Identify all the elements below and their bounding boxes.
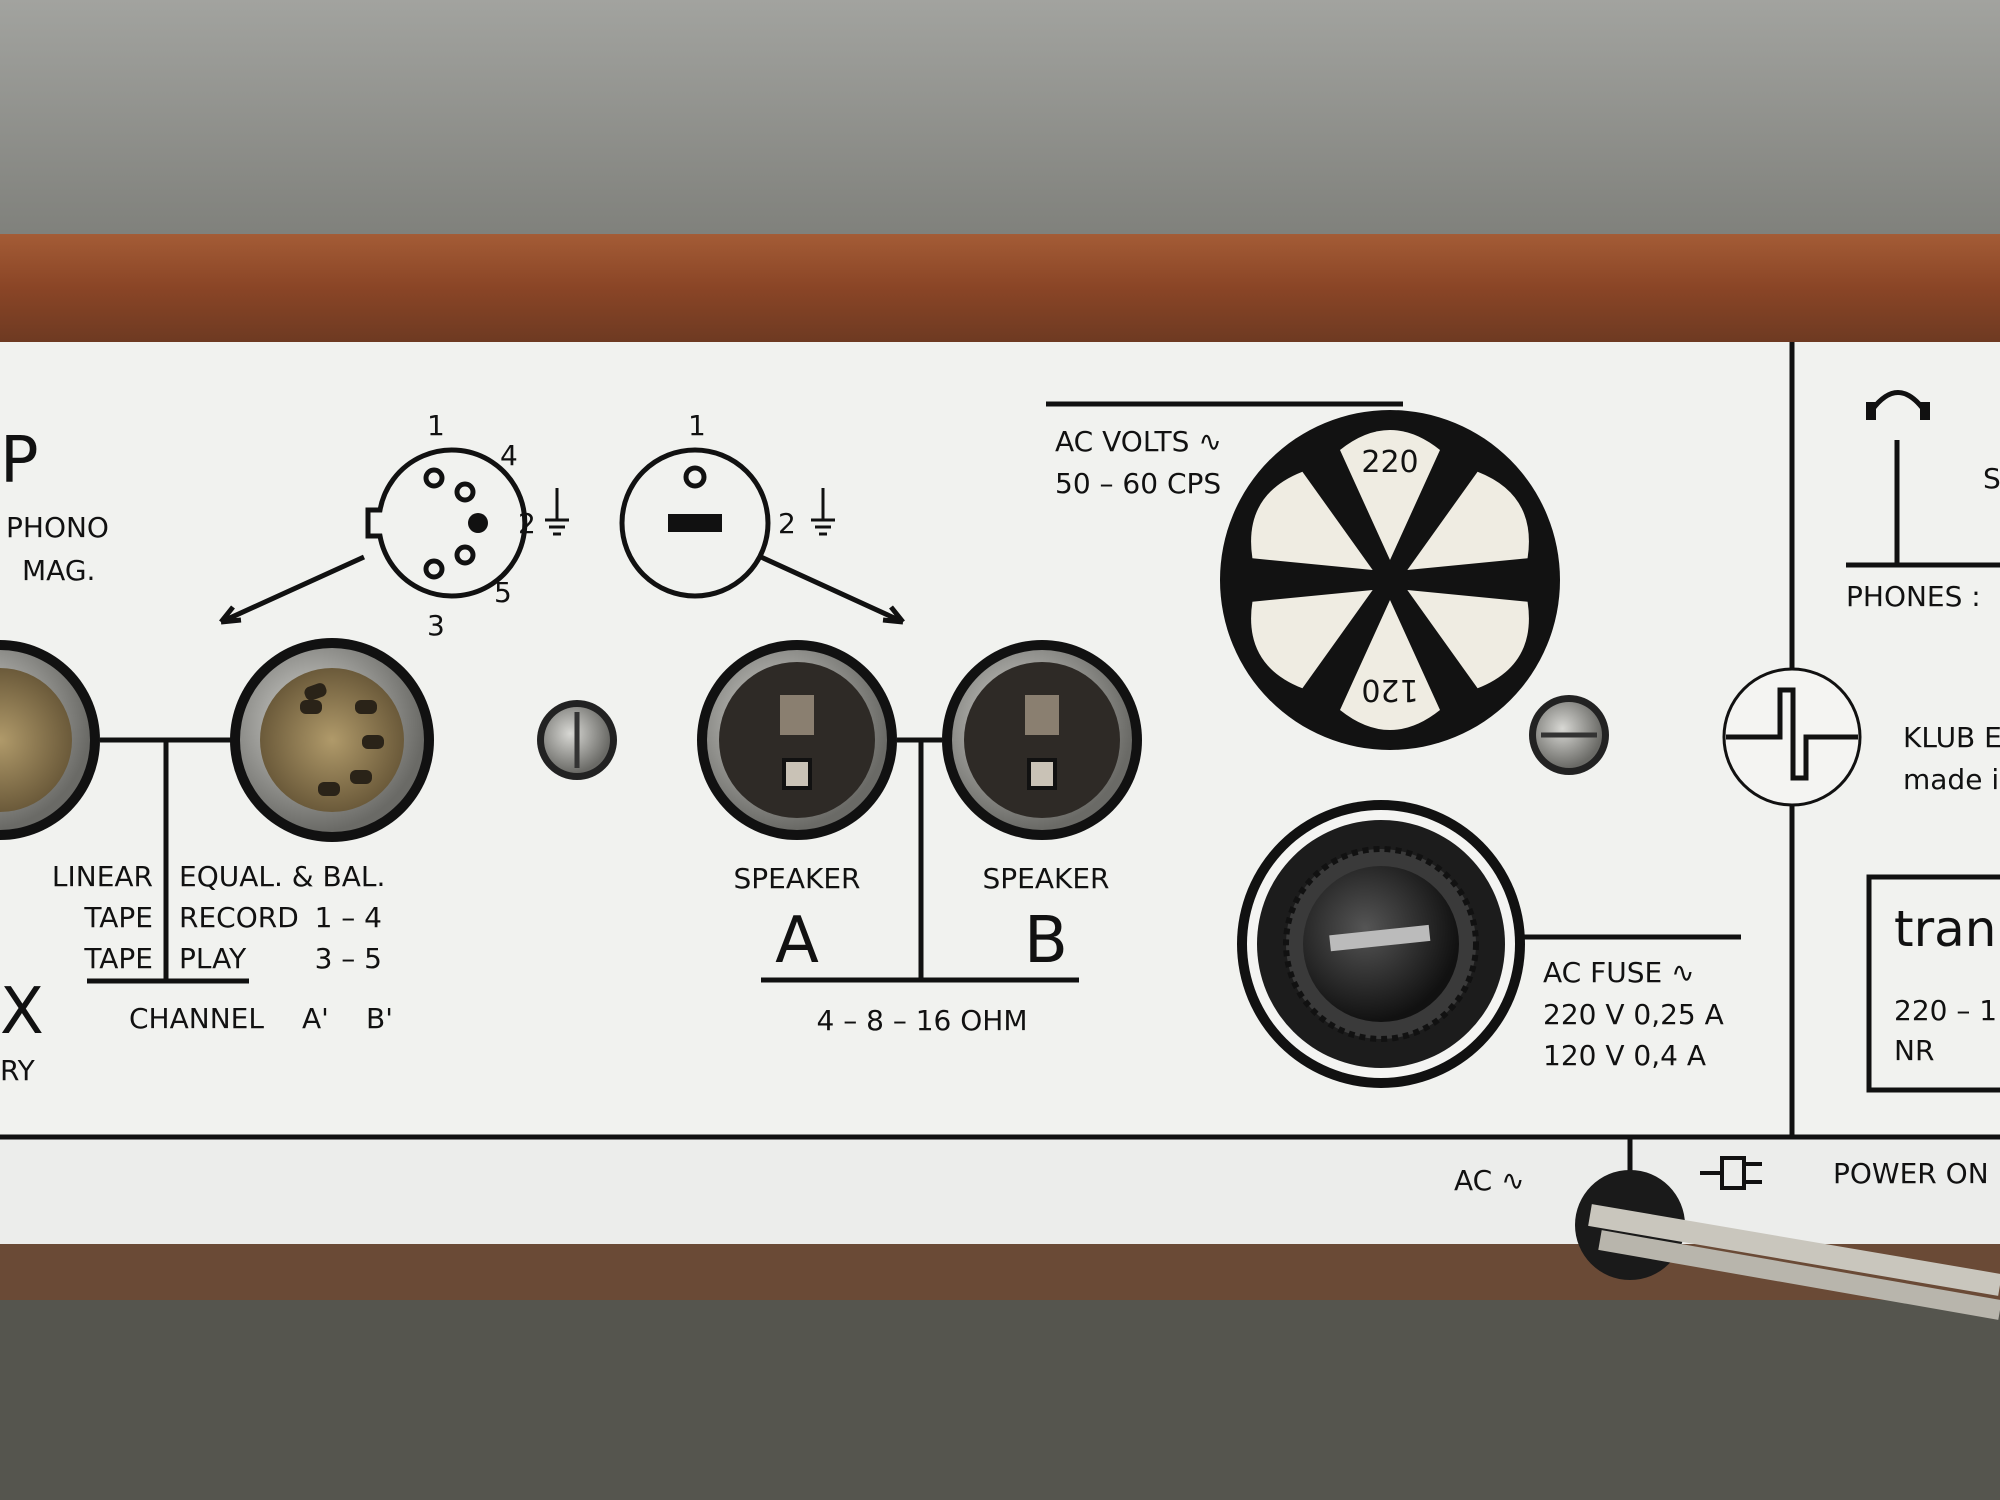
phono-label: PHONO bbox=[6, 511, 109, 544]
pin-label-1: 1 bbox=[427, 409, 445, 442]
logo-icon bbox=[1722, 667, 1862, 807]
voltage-selector[interactable]: 220 120 bbox=[1220, 410, 1560, 750]
speaker-a-letter: A bbox=[775, 904, 819, 978]
wood-trim-top bbox=[0, 234, 2000, 342]
tape-connector-lines bbox=[87, 737, 249, 984]
speaker-jack-a[interactable] bbox=[697, 640, 897, 840]
ac-input-label: AC ∿ bbox=[1454, 1164, 1525, 1197]
nameplate-box bbox=[1866, 874, 2000, 1093]
power-label: POWER ON bbox=[1833, 1157, 1989, 1190]
partial-word-ry: RY bbox=[0, 1054, 36, 1087]
row-pins: 1 – 4 bbox=[315, 901, 382, 934]
phones-connector-lines bbox=[1846, 440, 2000, 568]
brand-label: tran bbox=[1894, 900, 1997, 958]
din-jack-phono[interactable] bbox=[0, 640, 100, 840]
speaker-b-letter: B bbox=[1024, 904, 1068, 978]
pin-label-2: 2 bbox=[518, 507, 536, 540]
row-right-label: EQUAL. & BAL. bbox=[179, 860, 385, 893]
fuse-rating-220: 220 V 0,25 A bbox=[1543, 998, 1724, 1031]
screw-icon bbox=[537, 700, 617, 780]
din-jack-tape[interactable] bbox=[230, 638, 434, 842]
floor-background bbox=[0, 1300, 2000, 1500]
partial-letter-x: X bbox=[0, 975, 44, 1049]
channel-label: CHANNEL bbox=[129, 1002, 264, 1035]
headphones-icon bbox=[1866, 390, 1930, 420]
screw-icon bbox=[1529, 695, 1609, 775]
ac-fuse-label: AC FUSE ∿ bbox=[1543, 956, 1695, 989]
pin-label-1: 1 bbox=[688, 409, 706, 442]
nameplate-voltage: 220 – 1 bbox=[1894, 994, 1997, 1027]
speaker-jack-b[interactable] bbox=[942, 640, 1142, 840]
pin-label-5: 5 bbox=[494, 576, 512, 609]
channel-b-label: B' bbox=[366, 1002, 393, 1035]
power-cable bbox=[1575, 1170, 2000, 1320]
row-left-label: TAPE bbox=[83, 901, 153, 934]
partial-s-label: S bbox=[1983, 462, 2000, 495]
arrow-icon bbox=[759, 554, 905, 625]
din-pinout-diagram: 1 4 2 5 3 bbox=[219, 409, 569, 642]
mag-label: MAG. bbox=[22, 554, 95, 587]
ground-icon bbox=[811, 488, 835, 536]
speaker-connector-lines bbox=[761, 737, 1079, 983]
arrow-icon bbox=[219, 554, 366, 625]
ground-icon bbox=[545, 488, 569, 536]
ac-volts-label: AC VOLTS ∿ bbox=[1055, 425, 1222, 458]
frequency-label: 50 – 60 CPS bbox=[1055, 467, 1221, 500]
fuse-holder[interactable] bbox=[1237, 800, 1525, 1088]
pin-label-3: 3 bbox=[427, 609, 445, 642]
row-pins: 3 – 5 bbox=[315, 942, 382, 975]
voltage-option-120: 120 bbox=[1361, 672, 1418, 707]
partial-letter-p: P bbox=[0, 424, 39, 498]
speaker-a-label: SPEAKER bbox=[733, 862, 860, 895]
plug-icon bbox=[1700, 1156, 1762, 1190]
pin-label-4: 4 bbox=[500, 439, 518, 472]
impedance-label: 4 – 8 – 16 OHM bbox=[816, 1004, 1027, 1037]
fuse-rating-120: 120 V 0,4 A bbox=[1543, 1039, 1706, 1072]
voltage-option-220: 220 bbox=[1361, 445, 1418, 480]
pin-label-2: 2 bbox=[778, 507, 796, 540]
speaker-b-label: SPEAKER bbox=[982, 862, 1109, 895]
row-left-label: TAPE bbox=[83, 942, 153, 975]
wall-background bbox=[0, 0, 2000, 240]
tape-table: LINEAR EQUAL. & BAL. TAPE RECORD 1 – 4 T… bbox=[52, 860, 393, 1035]
channel-a-label: A' bbox=[302, 1002, 329, 1035]
made-in-label: made in bbox=[1903, 763, 2000, 796]
row-left-label: LINEAR bbox=[52, 860, 153, 893]
row-right-label: PLAY bbox=[179, 942, 247, 975]
phones-label: PHONES : bbox=[1846, 580, 1981, 613]
row-right-label: RECORD bbox=[179, 901, 299, 934]
serial-number-label: NR bbox=[1894, 1034, 1934, 1067]
speaker-pinout-diagram: 1 2 bbox=[619, 409, 905, 625]
maker-label: KLUB EL bbox=[1903, 721, 2000, 754]
